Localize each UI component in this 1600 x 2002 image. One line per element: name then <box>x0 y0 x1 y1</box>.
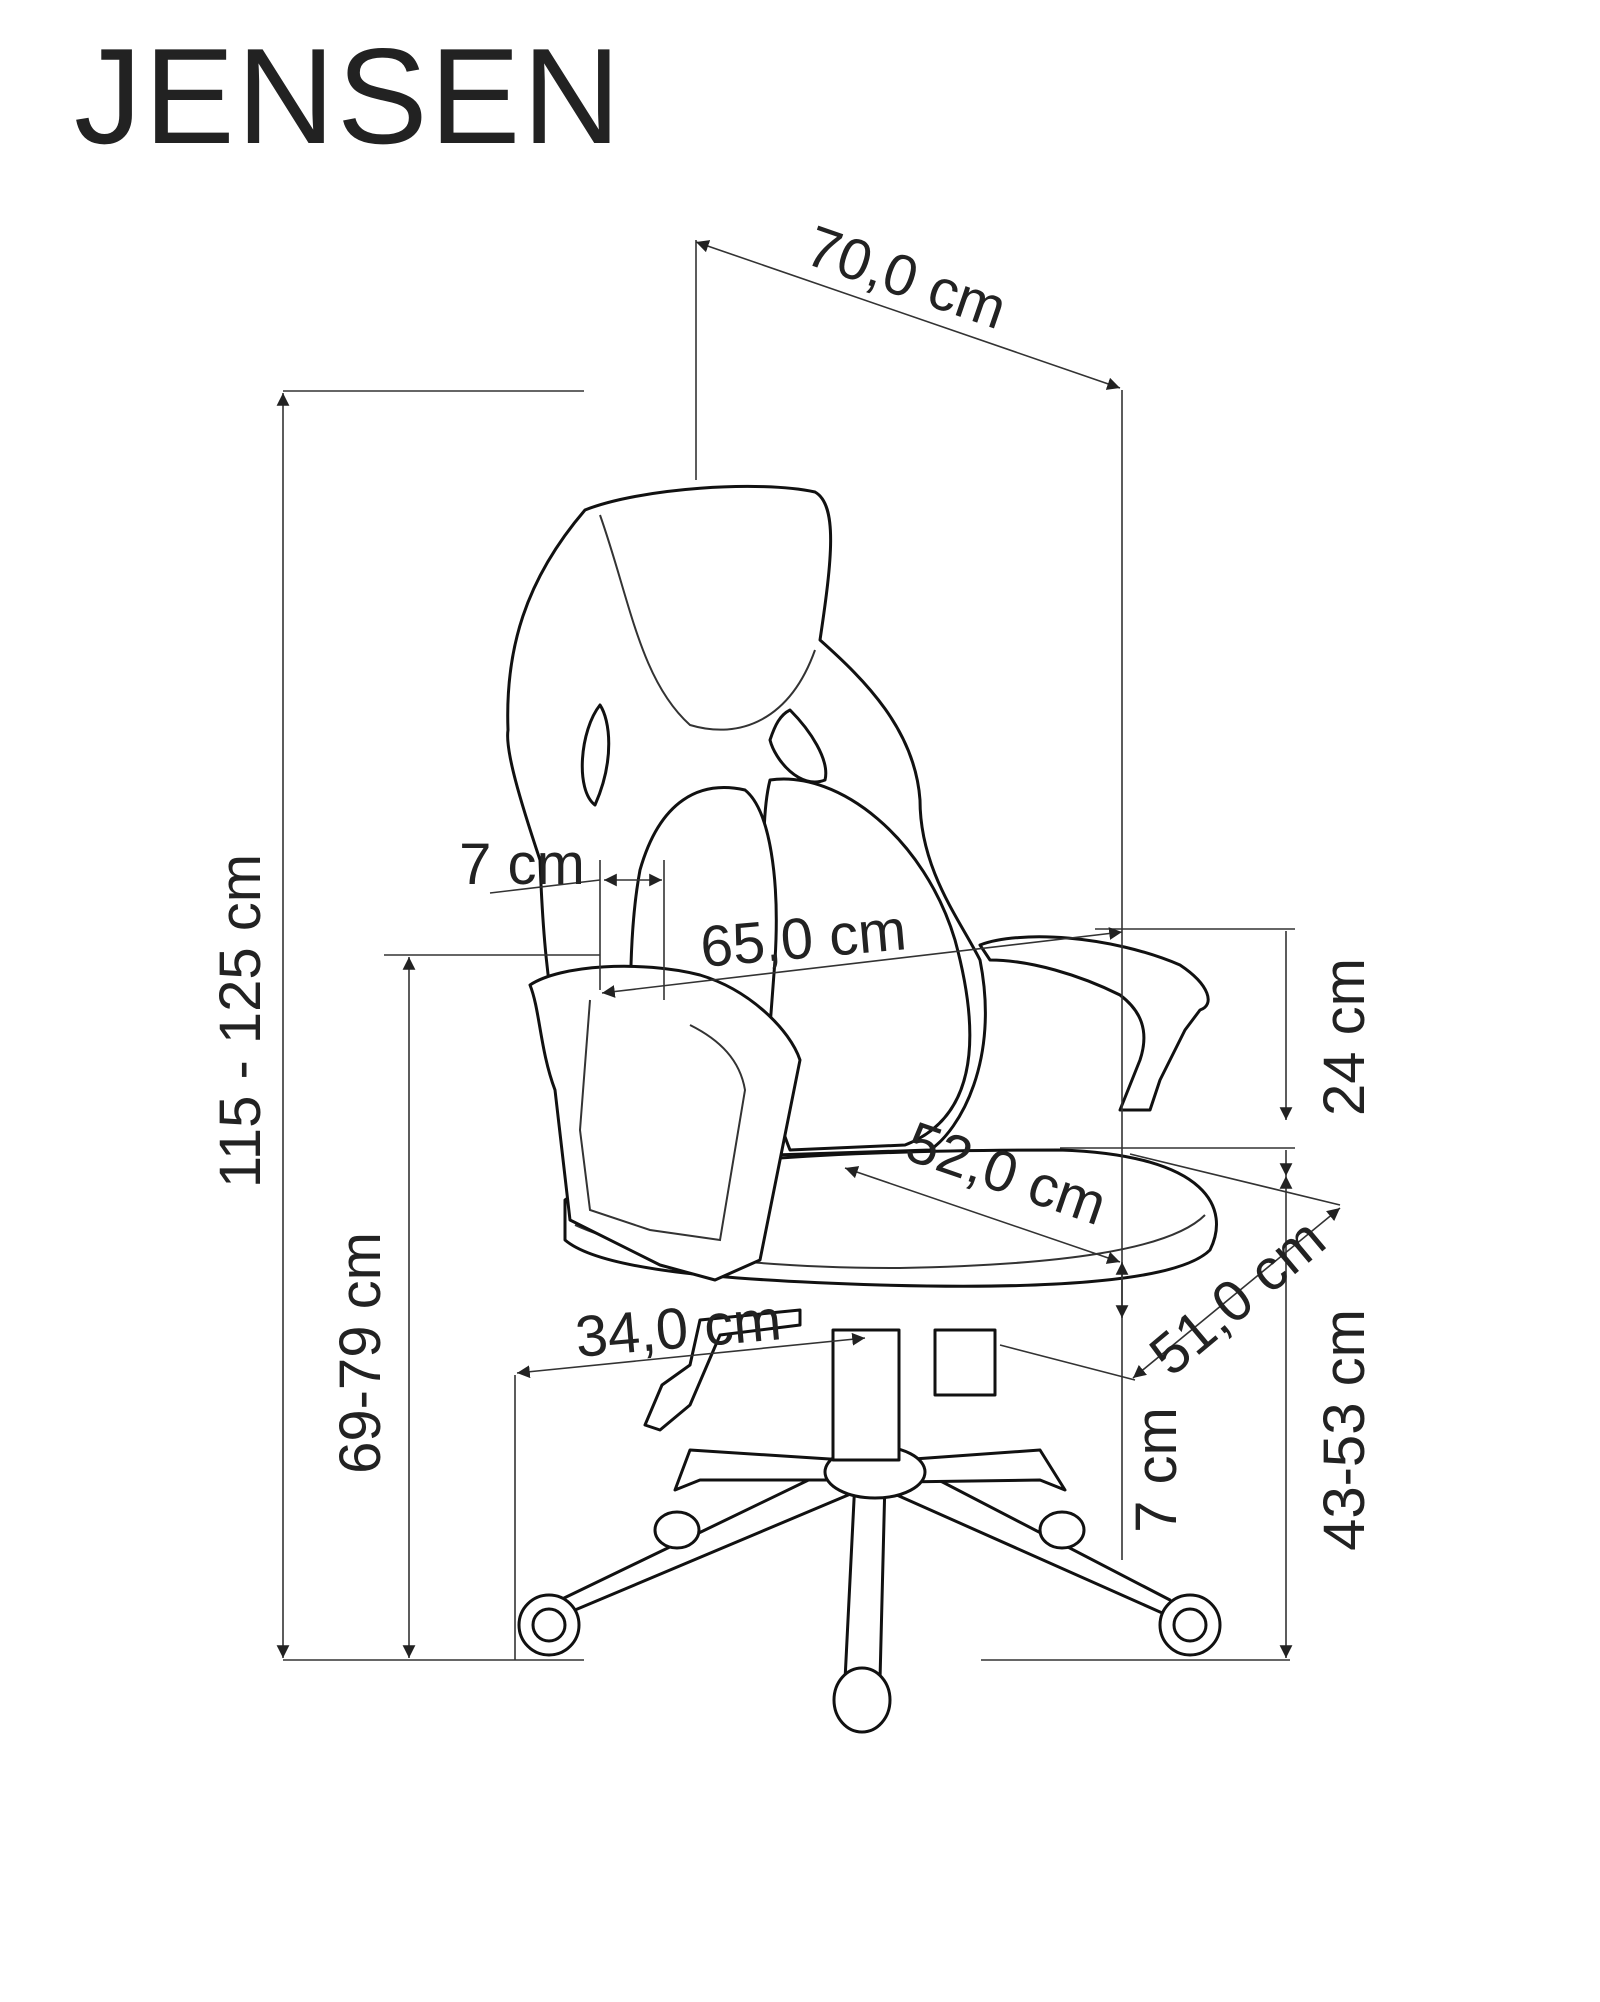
extension-line <box>1129 1153 1341 1206</box>
caster-wheel <box>1038 1510 1086 1550</box>
leader-line <box>489 879 601 894</box>
caster-wheel-hub <box>1172 1607 1208 1643</box>
extension-line <box>999 1344 1136 1381</box>
backrest-width-arrow <box>601 927 1123 998</box>
caster-wheel-hub <box>531 1607 567 1643</box>
product-title: JENSEN <box>74 20 623 172</box>
armrest-width-label: 7 cm <box>459 832 585 897</box>
chair-illustration <box>506 484 1222 1734</box>
seat-depth-arrow <box>1132 1207 1341 1379</box>
left-armrest-inner <box>578 999 747 1242</box>
seat-thickness-label: 7 cm <box>1124 1407 1189 1533</box>
right-armrest <box>978 935 1210 1112</box>
caster-wheels <box>517 1510 1222 1734</box>
lever-span-label: 34,0 cm <box>573 1287 784 1370</box>
height-total-label: 115 - 125 cm <box>208 854 273 1188</box>
gas-cylinder <box>831 1328 901 1462</box>
armrest-above-seat-label: 24 cm <box>1312 958 1377 1116</box>
tilt-knob <box>933 1328 997 1397</box>
depth-total-arrow <box>695 240 1121 390</box>
headrest-seam <box>599 514 816 731</box>
dimension-lines <box>276 240 1341 1661</box>
base-leg <box>546 1458 862 1627</box>
caster-wheel <box>832 1666 892 1734</box>
backrest-hole-left <box>580 703 611 807</box>
backrest-hole-right <box>768 708 828 784</box>
depth-total-label: 70,0 cm <box>798 213 1014 342</box>
base-leg <box>843 1478 887 1682</box>
seat-height-label: 43-53 cm <box>1312 1309 1377 1551</box>
seat-width-arrow <box>844 1166 1121 1264</box>
lever-span-arrow <box>516 1332 866 1379</box>
caster-wheel <box>653 1510 701 1550</box>
armrest-height-label: 69-79 cm <box>328 1232 393 1474</box>
